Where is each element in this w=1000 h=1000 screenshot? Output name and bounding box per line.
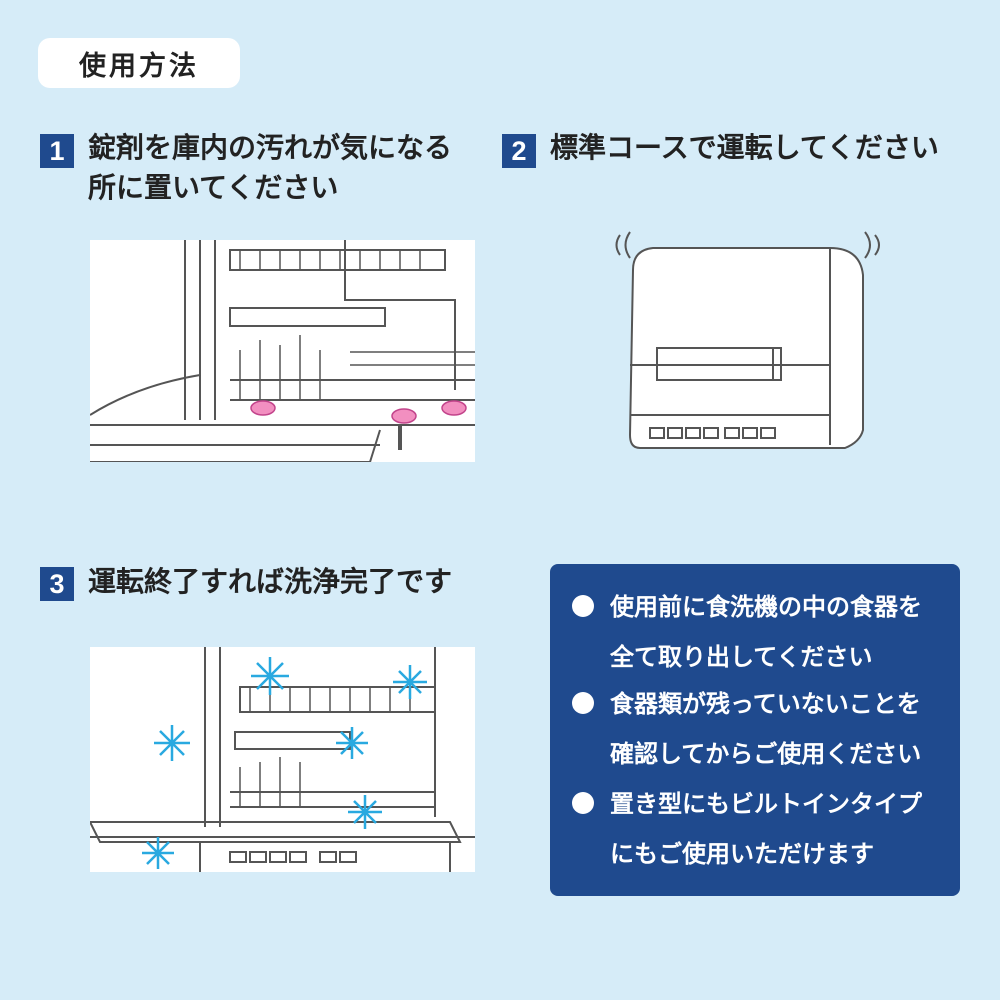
- step-3-text: 運転終了すれば洗浄完了です: [88, 562, 452, 602]
- dishwasher-clean-illustration: [90, 647, 475, 872]
- notice-item-line1: 食器類が残っていないことを: [610, 690, 921, 718]
- notice-item: 食器類が残っていないことを 確認してからご使用ください: [572, 679, 921, 779]
- step-2-number: 2: [502, 134, 536, 168]
- notice-box: 使用前に食洗機の中の食器を 全て取り出してください 食器類が残っていないことを …: [550, 564, 960, 896]
- bullet-icon: [572, 792, 594, 814]
- bullet-icon: [572, 692, 594, 714]
- tablet-2: [391, 408, 417, 424]
- step-3-line1: 運転終了すれば洗浄完了です: [88, 565, 453, 598]
- page-title: 使用方法: [38, 38, 240, 88]
- notice-item: 使用前に食洗機の中の食器を 全て取り出してください: [572, 582, 922, 682]
- step-2-text: 標準コースで運転してください: [550, 128, 939, 168]
- step-1-line1: 錠剤を庫内の汚れが気になる: [88, 131, 453, 164]
- sparkle-icon: [142, 837, 174, 869]
- tablet-3: [441, 400, 467, 416]
- sparkle-icon: [336, 727, 368, 759]
- dishwasher-interior-tablets-illustration: [90, 240, 475, 462]
- notice-item-line1: 置き型にもビルトインタイプ: [610, 790, 922, 818]
- step-1-line2: 所に置いてください: [88, 171, 339, 204]
- step-1-number: 1: [40, 134, 74, 168]
- tablet-1: [250, 400, 276, 416]
- notice-item-line2: 確認してからご使用ください: [610, 740, 922, 768]
- step-1-text: 錠剤を庫内の汚れが気になる 所に置いてください: [88, 128, 452, 208]
- notice-item-line1: 使用前に食洗機の中の食器を: [610, 593, 922, 621]
- bullet-icon: [572, 595, 594, 617]
- sparkle-icon: [348, 795, 382, 829]
- notice-item-line2: にもご使用いただけます: [610, 840, 874, 868]
- notice-item-line2: 全て取り出してください: [610, 643, 873, 671]
- notice-item: 置き型にもビルトインタイプ にもご使用いただけます: [572, 779, 922, 879]
- dishwasher-running-illustration: [605, 230, 895, 455]
- step-3-number: 3: [40, 567, 74, 601]
- step-2-line1: 標準コースで運転してください: [550, 131, 939, 164]
- sparkle-icon: [154, 725, 190, 761]
- sparkle-icon: [251, 657, 289, 695]
- sparkle-icon: [393, 665, 427, 699]
